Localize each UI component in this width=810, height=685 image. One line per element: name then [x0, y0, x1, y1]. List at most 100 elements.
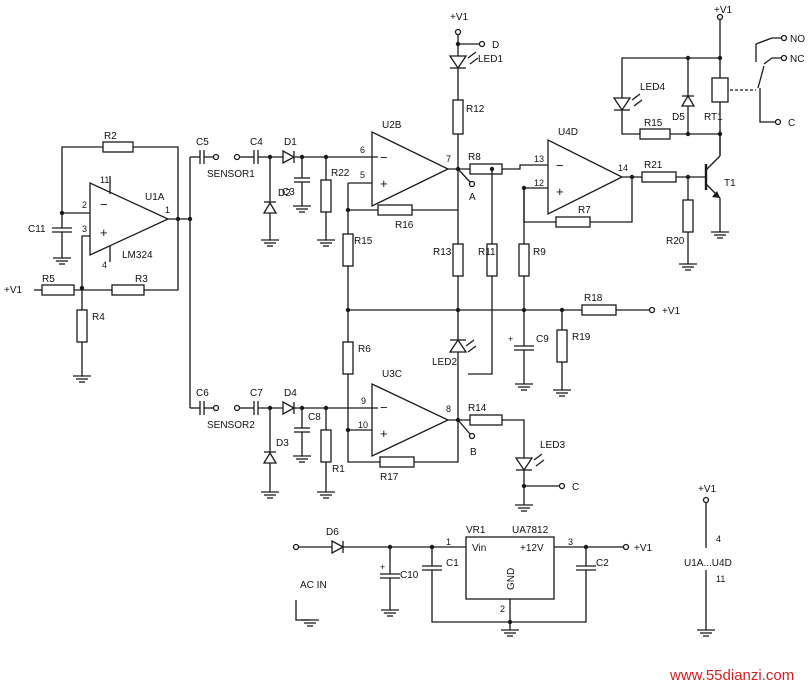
d5-label: D5 [672, 112, 685, 123]
resistor-r14 [469, 414, 503, 426]
relay-no-label: NO [790, 34, 805, 45]
u3c-channel: C6 SENSOR2 C7 D4 D3 C8 R1 U3C − + 9 [190, 369, 579, 512]
c10-plus: + [380, 562, 385, 572]
u4d-pin-noninv: 12 [534, 178, 544, 188]
sensor2-label: SENSOR2 [207, 420, 255, 431]
led3-label: LED3 [540, 440, 565, 451]
u1a-minus: − [100, 197, 108, 212]
resistor-r17 [379, 456, 415, 468]
d1-label: D1 [284, 137, 297, 148]
c7-label: C7 [250, 388, 263, 399]
opamp-u2b [371, 130, 450, 208]
r8-label: R8 [468, 152, 481, 163]
u3c-pin-out: 8 [446, 404, 451, 414]
r6-label: R6 [358, 344, 371, 355]
r14-label: R14 [468, 403, 487, 414]
relay-section: +V1 RT1 LED4 R15 D5 NO NC [612, 5, 805, 156]
vr1-pin1: 1 [446, 537, 451, 547]
v1-label-u1: +V1 [4, 285, 23, 296]
resistor-r22 [320, 179, 332, 213]
u4d-ref: U4D [558, 127, 578, 138]
resistor-r6 [342, 341, 354, 375]
opamp-u4d [547, 138, 624, 216]
led1-symbol [448, 55, 468, 70]
u1a-plus: + [100, 225, 108, 240]
node-c-label: C [572, 482, 579, 493]
r3-label: R3 [135, 274, 148, 285]
led2-symbol [448, 338, 468, 353]
r19-label: R19 [572, 332, 591, 343]
r13-label: R13 [433, 247, 452, 258]
relay-nc-label: NC [790, 54, 804, 65]
resistor-r16 [377, 204, 413, 216]
r1-label: R1 [332, 464, 345, 475]
vr1-pin2: 2 [500, 604, 505, 614]
sensor1-label: SENSOR1 [207, 169, 255, 180]
watermark: www.55dianzi.com [669, 667, 794, 684]
diode-d6 [331, 539, 345, 555]
u4d-minus: − [556, 158, 564, 173]
u2b-pin-inv: 6 [360, 145, 365, 155]
c2-label: C2 [596, 558, 609, 569]
diode-d2 [262, 201, 278, 214]
node-d-label: D [492, 40, 499, 51]
regulator-vr1 [465, 536, 555, 600]
r11-label: R11 [478, 247, 496, 258]
u3c-minus: − [380, 400, 388, 415]
t1-label: T1 [724, 178, 736, 189]
node-b-label: B [470, 447, 477, 458]
c4-label: C4 [250, 137, 263, 148]
u2b-channel: C5 SENSOR1 C4 D1 D2 C3 R22 U2B − + [190, 120, 548, 247]
ua7812-label: UA7812 [512, 525, 549, 536]
resistor-r2 [102, 141, 134, 153]
led4-label: LED4 [640, 82, 665, 93]
node-a-label: A [469, 192, 476, 203]
v1-label-led1: +V1 [450, 12, 469, 23]
supply-pin-note: +V1 4 U1A...U4D 11 [684, 484, 732, 637]
u2b-pin-out: 7 [446, 154, 451, 164]
c5-label: C5 [196, 137, 209, 148]
c3-label: C3 [282, 187, 295, 198]
vr1-gnd: GND [506, 568, 517, 590]
diode-d1 [282, 149, 296, 165]
c9-plus: + [508, 334, 513, 344]
resistor-r7 [555, 216, 591, 228]
diode-d4 [282, 400, 296, 416]
threshold-network: R15 R18 +V1 R6 R11 R9 + C9 R19 [342, 166, 681, 430]
v1-label-r18: +V1 [662, 306, 681, 317]
c6-label: C6 [196, 388, 209, 399]
resistor-r4 [76, 309, 88, 343]
supply-range-label: U1A...U4D [684, 558, 732, 569]
supply-vminus-pin: 11 [716, 574, 725, 584]
v1-label-note: +V1 [698, 484, 717, 495]
u1a-pin-vplus: 11 [100, 175, 109, 185]
u4d-pin-inv: 13 [534, 154, 544, 164]
supply-vplus-pin: 4 [716, 534, 721, 544]
resistor-r12 [452, 99, 464, 135]
power-supply: D6 + C10 C1 AC IN VR1 UA7812 Vin +12V GN… [292, 525, 653, 637]
r20-label: R20 [666, 236, 685, 247]
resistor-r3 [111, 284, 145, 296]
v1-label-reg: +V1 [634, 543, 653, 554]
vr1-vout: +12V [520, 543, 544, 554]
relay-coil-rt1 [711, 77, 729, 103]
r4-label: R4 [92, 312, 105, 323]
resistor-r19 [556, 329, 568, 363]
u3c-pin-inv: 9 [361, 396, 366, 406]
r9-label: R9 [533, 247, 546, 258]
d2-label: D2 [278, 188, 291, 199]
c10-label: C10 [400, 570, 419, 581]
u3c-pin-noninv: 10 [358, 420, 368, 430]
u1a-pin-vminus: 4 [102, 260, 107, 270]
resistor-r21 [641, 171, 677, 183]
diode-d3 [262, 451, 278, 464]
r15-relay-label: R15 [644, 118, 663, 129]
rt1-label: RT1 [704, 112, 723, 123]
d6-label: D6 [326, 527, 339, 538]
d3-label: D3 [276, 438, 289, 449]
resistor-r15-relay [639, 128, 671, 140]
u4d-plus: + [556, 184, 564, 199]
led4-symbol [612, 97, 632, 112]
resistor-r9 [518, 243, 530, 277]
r17-label: R17 [380, 472, 399, 483]
